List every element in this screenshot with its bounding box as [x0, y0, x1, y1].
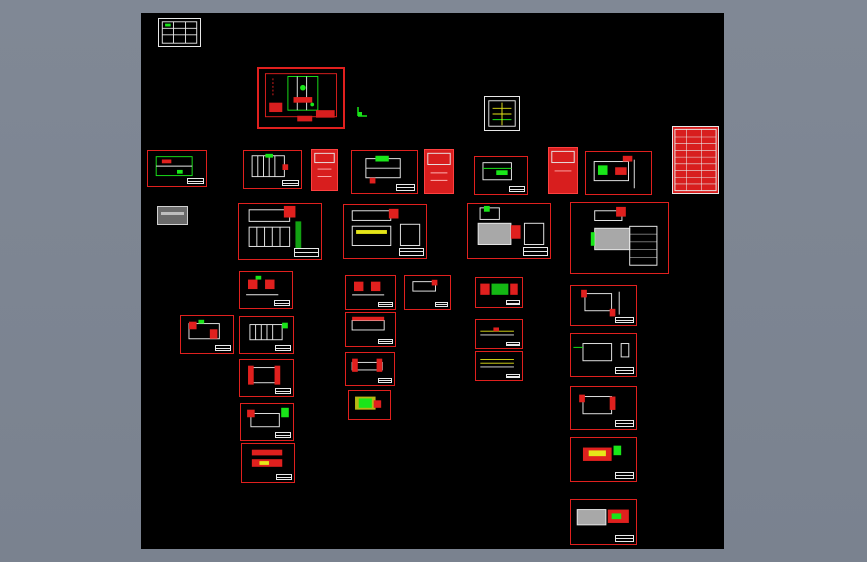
sheet-c4-1-drawing [581, 289, 620, 317]
sheet-r3-3-title-block [523, 247, 548, 256]
sheet-c4-3-title-block [614, 420, 634, 427]
sheet-c3-3-drawing [480, 359, 514, 368]
sheet-c2-2[interactable] [404, 275, 451, 310]
sheet-c4-3[interactable] [570, 386, 637, 430]
sheet-c4-2-drawing [573, 343, 630, 362]
sheet-c1-4[interactable] [240, 403, 294, 441]
solid-sheet-3[interactable] [548, 147, 578, 194]
sheet-r2-2-title-block [281, 180, 299, 186]
sheet-c1-1[interactable] [239, 271, 293, 309]
sheet-c2-3-title-block [378, 338, 393, 344]
solid-sheet-1[interactable] [311, 149, 338, 191]
sheet-c2-3-drawing [351, 316, 385, 331]
sheet-c2-2-title-block [434, 301, 448, 307]
sheet-c1-2-title-block [275, 345, 291, 351]
sheet-c2-4-title-block [377, 377, 392, 383]
sheet-c4-2[interactable] [570, 333, 637, 377]
sheet-left-1[interactable] [180, 315, 234, 354]
sheet-c4-4-title-block [614, 472, 634, 479]
sheet-c1-1-drawing [246, 275, 279, 296]
sheet-c3-2-title-block [506, 341, 520, 346]
sheet-c2-1-title-block [378, 301, 393, 307]
sheet-left-1-drawing [188, 319, 220, 340]
sheet-r3-3[interactable] [467, 203, 551, 259]
sheet-r2-1-title-block [186, 178, 204, 184]
sheet-r2-3-title-block [395, 184, 415, 191]
sheet-c1-2-drawing [249, 322, 288, 341]
sheet-r2-5-drawing [593, 155, 635, 189]
sheet-c4-4[interactable] [570, 437, 637, 482]
sheet-r2-4-title-block [509, 186, 525, 192]
sheet-r3-1[interactable] [238, 203, 322, 260]
sheet-c4-5-title-block [614, 534, 634, 542]
sheet-r2-3-drawing [365, 155, 401, 184]
general-layout-drawing [264, 73, 338, 122]
sheet-c3-3-title-block [506, 373, 520, 378]
sheet-c4-5-drawing [576, 509, 629, 526]
material-list-sheet[interactable] [672, 126, 719, 194]
yellow-table-drawing [488, 100, 516, 127]
sheet-c4-4-drawing [582, 445, 622, 461]
model-space-canvas[interactable] [141, 13, 724, 549]
solid-sheet-2-drawing [427, 152, 451, 181]
sheet-r2-4[interactable] [474, 156, 528, 195]
sheet-c1-3[interactable] [239, 359, 294, 397]
solid-sheet-3-drawing [551, 150, 575, 172]
title-block-sheet[interactable] [158, 18, 201, 47]
sheet-c2-5[interactable] [348, 390, 391, 420]
material-list-drawing [674, 128, 717, 192]
sheet-c2-1[interactable] [345, 275, 396, 310]
sheet-c3-1-drawing [480, 283, 518, 295]
sheet-r2-5[interactable] [585, 151, 652, 195]
sheet-r3-4[interactable] [570, 202, 669, 274]
sheet-r2-4-drawing [482, 162, 512, 181]
sheet-c1-5-title-block [276, 473, 292, 480]
sheet-r3-2[interactable] [343, 204, 427, 259]
sheet-c3-2[interactable] [475, 319, 523, 349]
sheet-r3-4-drawing [590, 206, 658, 266]
sheet-c2-4-drawing [351, 358, 383, 372]
gray-block[interactable] [157, 206, 188, 225]
sheet-c3-1-title-block [506, 300, 520, 305]
sheet-left-1-title-block [215, 345, 231, 351]
sheet-r3-1-title-block [294, 248, 319, 257]
sheet-c1-4-title-block [275, 432, 291, 438]
sheet-c1-3-drawing [248, 365, 281, 385]
sheet-c1-1-title-block [274, 300, 290, 306]
sheet-c1-3-title-block [275, 388, 291, 394]
solid-sheet-2[interactable] [424, 149, 454, 194]
sheet-c3-2-drawing [480, 327, 514, 336]
sheet-c2-4[interactable] [345, 352, 395, 386]
title-block-drawing [161, 21, 198, 44]
general-layout-sheet[interactable] [257, 67, 345, 129]
sheet-c4-2-title-block [614, 367, 634, 374]
sheet-r3-2-drawing [351, 208, 421, 246]
sheet-r2-2[interactable] [243, 150, 302, 189]
sheet-c3-1[interactable] [475, 277, 523, 308]
sheet-c4-3-drawing [579, 394, 616, 415]
sheet-r2-1-drawing [155, 156, 193, 177]
sheet-c4-1-title-block [614, 316, 634, 323]
sheet-c1-5-drawing [251, 449, 283, 467]
sheet-c2-1-drawing [352, 281, 385, 296]
sheet-c4-5[interactable] [570, 499, 637, 545]
sheet-c3-3[interactable] [475, 351, 523, 381]
sheet-r2-3[interactable] [351, 150, 418, 194]
sheet-c2-3[interactable] [345, 312, 396, 347]
ucs-icon [357, 107, 367, 117]
sheet-r3-2-title-block [399, 247, 424, 256]
sheet-c1-2[interactable] [239, 316, 294, 354]
sheet-c1-5[interactable] [241, 443, 295, 483]
sheet-c2-2-drawing [412, 279, 438, 292]
yellow-table-sheet[interactable] [484, 96, 520, 131]
sheet-r2-2-drawing [251, 153, 289, 178]
sheet-c2-5-drawing [355, 396, 382, 410]
sheet-c4-1[interactable] [570, 285, 637, 326]
sheet-r3-3-drawing [477, 205, 545, 245]
solid-sheet-1-drawing [314, 152, 335, 177]
sheet-c1-4-drawing [247, 407, 289, 428]
sheet-r2-1[interactable] [147, 150, 207, 187]
sheet-r3-1-drawing [248, 205, 302, 249]
